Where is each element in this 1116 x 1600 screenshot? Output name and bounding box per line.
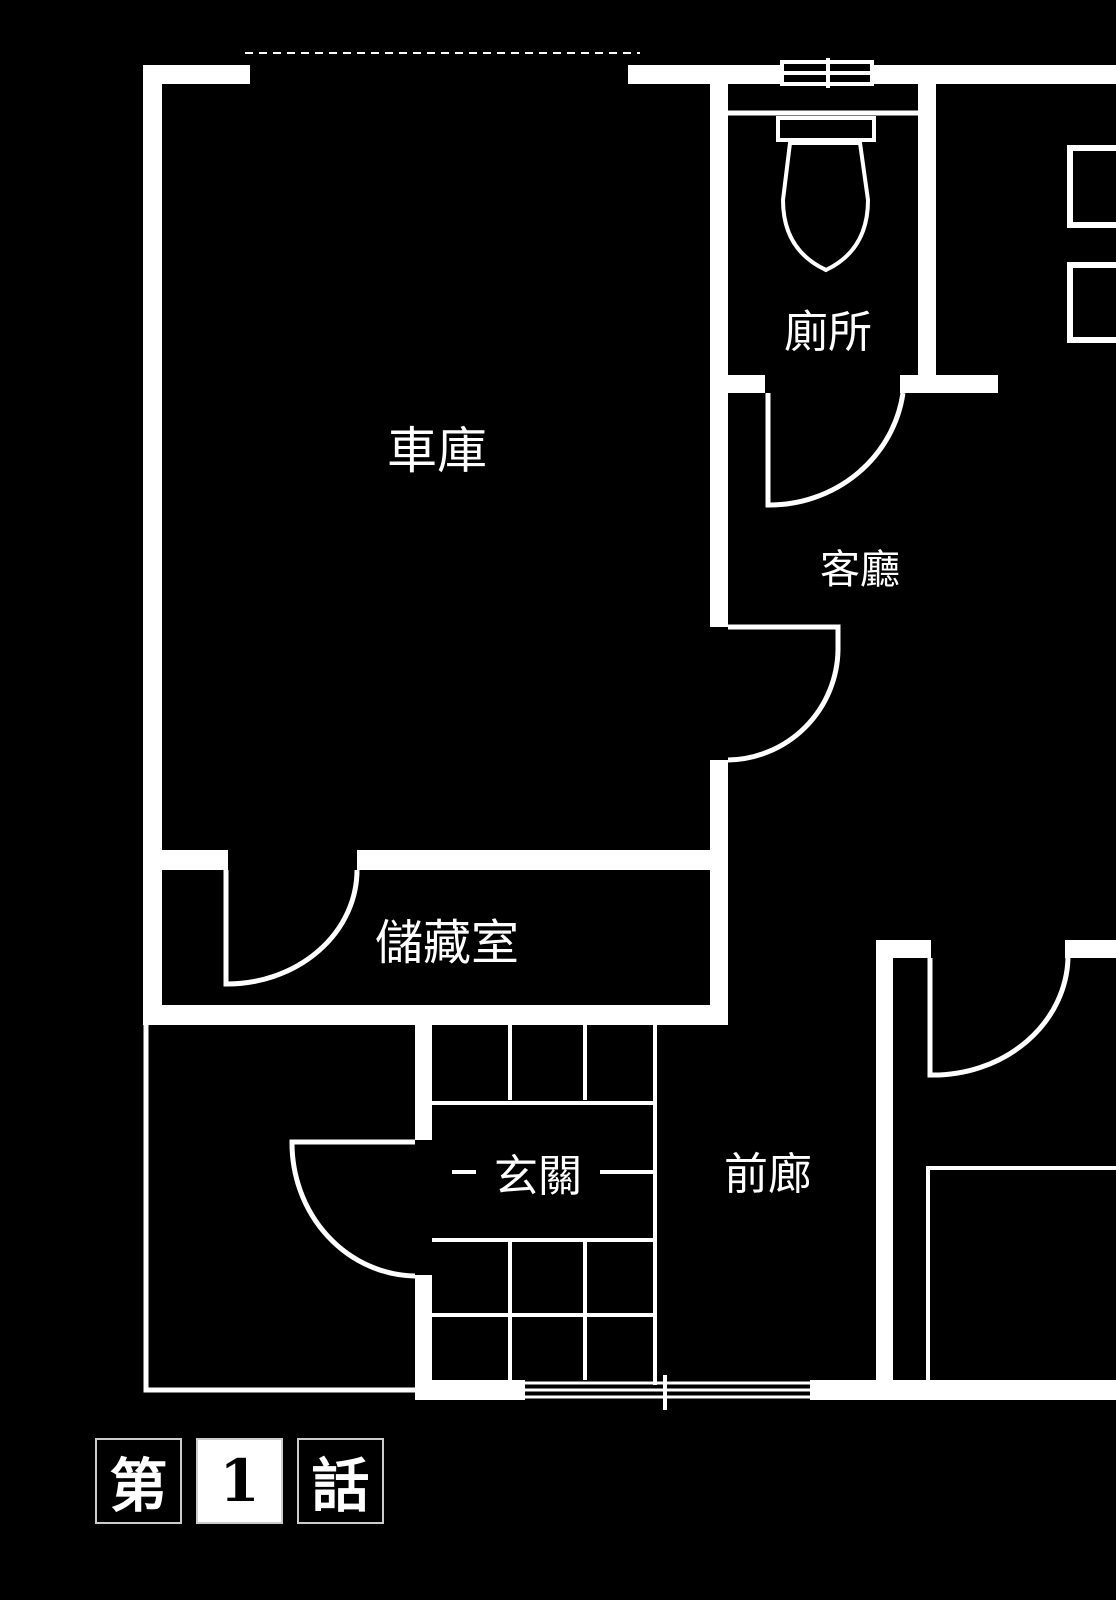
toilet-label: 廁所 xyxy=(784,307,872,358)
cabinet-lower xyxy=(1067,262,1116,343)
bedroom-door xyxy=(927,957,1071,1078)
storage-wall-bottom xyxy=(143,1005,728,1025)
garage-wall-bottom-left xyxy=(143,850,228,870)
genkan-wall-lower xyxy=(415,1275,432,1400)
genkan-door xyxy=(289,1139,416,1279)
genkan-wall-upper xyxy=(415,1025,432,1140)
living-room-door xyxy=(727,624,841,763)
bottom-wall-left xyxy=(415,1380,525,1400)
garage-label: 車庫 xyxy=(387,422,487,480)
genkan-tiles xyxy=(432,1025,657,1385)
living-room-label: 客廳 xyxy=(820,547,900,593)
chapter-suffix: 話 xyxy=(297,1438,384,1524)
lower-left-room xyxy=(143,1025,415,1393)
chapter-prefix: 第 xyxy=(95,1438,182,1524)
porch-label: 前廊 xyxy=(724,1149,812,1200)
bottom-right-room xyxy=(926,1166,1116,1385)
toilet-door xyxy=(765,392,906,508)
toilet-wall-bottom-right xyxy=(900,375,998,393)
storage-door xyxy=(223,869,360,987)
toilet-wall-bottom-left xyxy=(728,375,765,393)
garage-wall-right-lower xyxy=(710,760,728,1025)
toilet-tank-icon xyxy=(776,116,876,142)
corridor-wall xyxy=(876,940,893,1385)
cabinet-upper xyxy=(1067,145,1116,228)
chapter-number: 1 xyxy=(196,1438,283,1524)
garage-wall-top-left xyxy=(143,65,250,84)
garage-wall-left xyxy=(143,65,162,1025)
toilet-wall-right xyxy=(918,65,936,393)
garage-wall-bottom-right xyxy=(357,850,728,870)
toilet-bowl-icon xyxy=(780,141,871,273)
garage-wall-right-upper xyxy=(710,65,728,627)
entrance-window xyxy=(525,1375,810,1410)
right-wall-top xyxy=(1065,940,1116,958)
corridor-wall-top xyxy=(876,940,931,958)
bottom-wall-right xyxy=(810,1380,1116,1400)
storage-label: 儲藏室 xyxy=(374,915,520,971)
entrance-label: 玄關 xyxy=(494,1151,582,1202)
